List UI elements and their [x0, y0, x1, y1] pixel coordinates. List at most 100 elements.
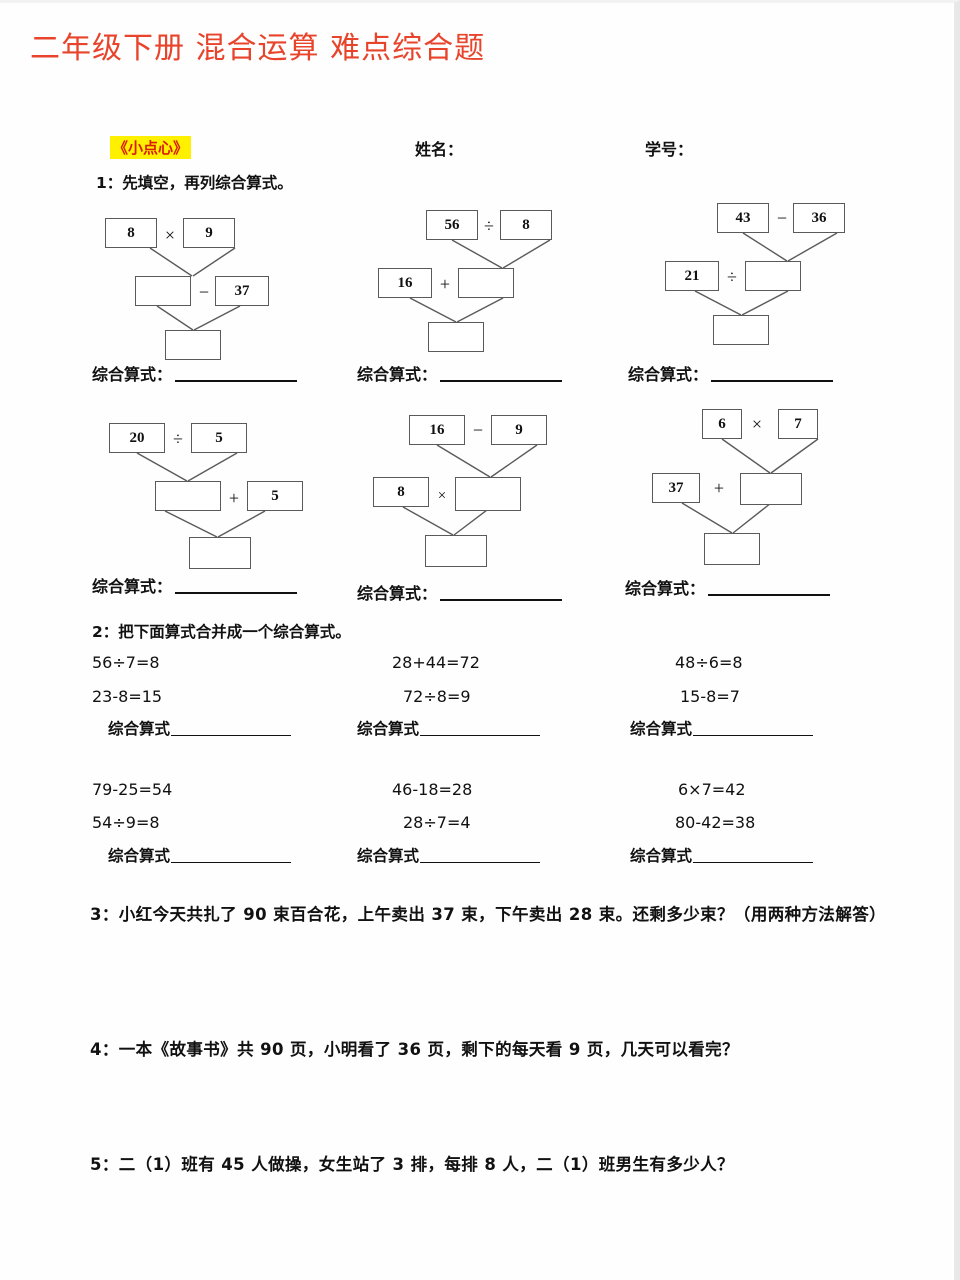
section2-answer-blank-3[interactable] [693, 734, 814, 736]
answer-blank-4[interactable] [175, 591, 298, 594]
tree-6-top-operator: × [751, 414, 763, 434]
tree-2-top-operator: ÷ [484, 216, 494, 236]
section1-prompt: 1：先填空，再列综合算式。 [96, 174, 293, 192]
answer-line-2[interactable]: 综合算式： [357, 361, 563, 385]
equation-g3-line2: 15-8=7 [680, 687, 740, 706]
equation-g4-line2: 54÷9=8 [92, 813, 160, 832]
tree-5-top-left-box[interactable]: 16 [409, 415, 465, 445]
tree-5-result-box[interactable] [425, 535, 487, 567]
tree-connector-lines-3 [694, 232, 838, 316]
tree-1-mid-left-box[interactable] [135, 276, 191, 306]
tree-4-top-right-box[interactable]: 5 [191, 423, 247, 453]
tree-3-top-left-box[interactable]: 43 [717, 203, 769, 233]
section2-answer-label-5: 综合算式 [357, 847, 420, 865]
tree-6-top-left-box[interactable]: 6 [702, 409, 742, 439]
answer-blank-5[interactable] [440, 598, 563, 601]
tree-3-mid-left-box[interactable]: 21 [665, 261, 719, 291]
section2-answer-line-1[interactable]: 综合算式 [108, 717, 292, 739]
answer-blank-3[interactable] [711, 379, 834, 382]
page-canvas: 二年级下册 混合运算 难点综合题 《小点心》 姓名： 学号： 1：先填空，再列综… [0, 3, 952, 1280]
section2-answer-blank-1[interactable] [171, 734, 292, 736]
tree-2-mid-operator: + [439, 274, 451, 294]
section2-answer-label-6: 综合算式 [630, 847, 693, 865]
tree-3-mid-operator: ÷ [727, 267, 737, 287]
tree-1-mid-operator: − [198, 282, 210, 302]
section2-answer-line-6[interactable]: 综合算式 [630, 844, 814, 866]
section2-answer-line-3[interactable]: 综合算式 [630, 717, 814, 739]
tree-connector-lines-6 [681, 438, 819, 534]
equation-g1-line2: 23-8=15 [92, 687, 163, 706]
tree-2-result-box[interactable] [428, 322, 484, 352]
equation-g6-line1: 6×7=42 [678, 780, 746, 799]
tree-1-top-left-box[interactable]: 8 [105, 218, 157, 248]
tree-6-top-right-box[interactable]: 7 [778, 409, 818, 439]
tree-1-top-right-box[interactable]: 9 [183, 218, 235, 248]
answer-label-5: 综合算式： [357, 584, 438, 603]
section2-answer-blank-6[interactable] [693, 861, 814, 863]
number-tree-diagram-2: 56 ÷ 8 16 + [378, 200, 690, 360]
number-tree-diagram-6: 6 × 7 37 + [652, 401, 960, 565]
tree-4-top-operator: ÷ [173, 429, 183, 449]
tree-2-top-left-box[interactable]: 56 [426, 210, 478, 240]
tree-4-result-box[interactable] [189, 537, 251, 569]
answer-blank-6[interactable] [708, 593, 831, 596]
section2-answer-label-1: 综合算式 [108, 720, 171, 738]
tree-4-top-left-box[interactable]: 20 [109, 423, 165, 453]
tree-1-top-operator: × [164, 225, 176, 245]
section2-answer-blank-5[interactable] [420, 861, 541, 863]
tree-4-mid-right-box[interactable]: 5 [247, 481, 303, 511]
tree-2-mid-right-box[interactable] [458, 268, 514, 298]
section2-prompt: 2：把下面算式合并成一个综合算式。 [92, 623, 351, 641]
answer-line-3[interactable]: 综合算式： [628, 361, 834, 385]
tree-5-mid-operator: × [437, 488, 447, 504]
tree-2-mid-left-box[interactable]: 16 [378, 268, 432, 298]
tree-5-mid-right-box[interactable] [455, 477, 521, 511]
tree-3-mid-right-box[interactable] [745, 261, 801, 291]
answer-label-3: 综合算式： [628, 365, 709, 384]
answer-label-6: 综合算式： [625, 579, 706, 598]
tree-6-mid-right-box[interactable] [740, 473, 802, 505]
tree-6-result-box[interactable] [704, 533, 760, 565]
tree-3-top-right-box[interactable]: 36 [793, 203, 845, 233]
tree-4-mid-left-box[interactable] [155, 481, 221, 511]
word-problem-3: 3：小红今天共扎了 90 束百合花，上午卖出 37 束，下午卖出 28 束。还剩… [90, 905, 887, 924]
section2-answer-label-3: 综合算式 [630, 720, 693, 738]
section2-answer-line-5[interactable]: 综合算式 [357, 844, 541, 866]
tree-6-mid-left-box[interactable]: 37 [652, 473, 700, 503]
tree-1-result-box[interactable] [165, 330, 221, 360]
number-tree-diagram-1: 8 × 9 − 37 [95, 208, 395, 368]
equation-g6-line2: 80-42=38 [675, 813, 756, 832]
tree-5-top-right-box[interactable]: 9 [491, 415, 547, 445]
answer-label-1: 综合算式： [92, 365, 173, 384]
equation-g3-line1: 48÷6=8 [675, 653, 743, 672]
answer-line-6[interactable]: 综合算式： [625, 575, 831, 599]
section2-answer-label-2: 综合算式 [357, 720, 420, 738]
student-id-field-label: 学号： [645, 140, 694, 159]
number-tree-diagram-3: 43 − 36 21 ÷ [665, 193, 960, 353]
answer-line-5[interactable]: 综合算式： [357, 580, 563, 604]
tree-5-top-operator: − [472, 420, 484, 440]
answer-label-4: 综合算式： [92, 577, 173, 596]
answer-line-4[interactable]: 综合算式： [92, 573, 298, 597]
worksheet-badge: 《小点心》 [110, 136, 192, 159]
section2-answer-blank-4[interactable] [171, 861, 292, 863]
tree-3-result-box[interactable] [713, 315, 769, 345]
section2-answer-line-2[interactable]: 综合算式 [357, 717, 541, 739]
tree-5-mid-left-box[interactable]: 8 [373, 477, 429, 507]
answer-line-1[interactable]: 综合算式： [92, 361, 298, 385]
section2-answer-blank-2[interactable] [420, 734, 541, 736]
tree-connector-lines-1 [149, 247, 241, 331]
equation-g2-line2: 72÷8=9 [403, 687, 471, 706]
answer-blank-1[interactable] [175, 379, 298, 382]
tree-connector-lines-5 [402, 444, 538, 536]
answer-blank-2[interactable] [440, 379, 563, 382]
section2-answer-label-4: 综合算式 [108, 847, 171, 865]
tree-1-mid-right-box[interactable]: 37 [215, 276, 269, 306]
word-problem-5: 5：二（1）班有 45 人做操，女生站了 3 排，每排 8 人，二（1）班男生有… [90, 1155, 734, 1174]
answer-label-2: 综合算式： [357, 365, 438, 384]
page-title: 二年级下册 混合运算 难点综合题 [30, 31, 486, 66]
tree-2-top-right-box[interactable]: 8 [500, 210, 552, 240]
equation-g5-line1: 46-18=28 [392, 780, 473, 799]
section2-answer-line-4[interactable]: 综合算式 [108, 844, 292, 866]
